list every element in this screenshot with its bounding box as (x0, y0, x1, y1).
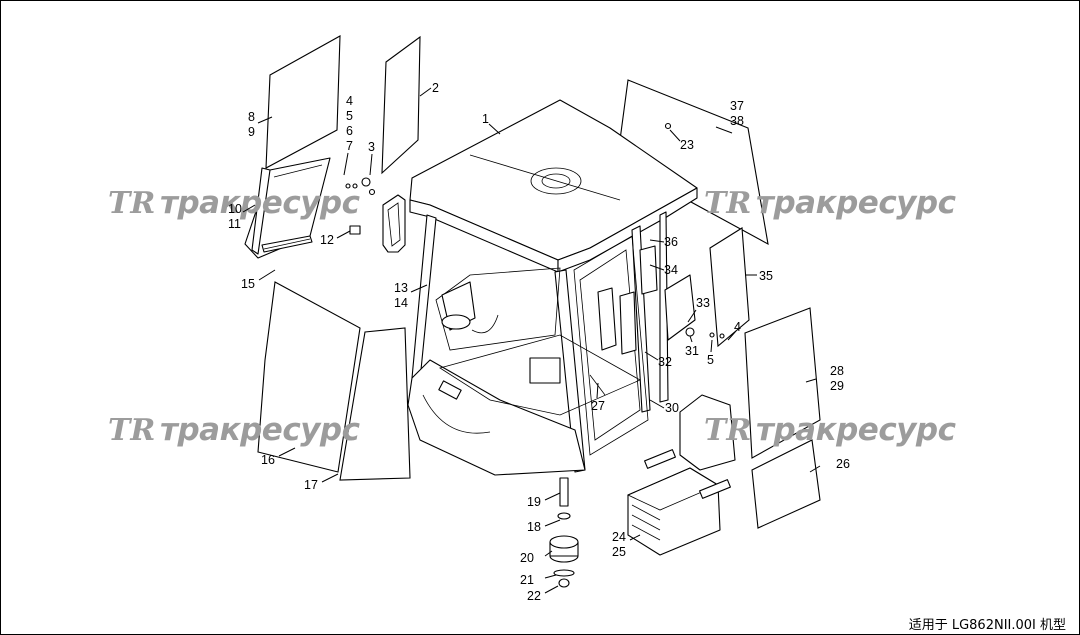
watermark-4: TR тракресурс (704, 412, 957, 448)
part-number-20: 20 (520, 551, 534, 565)
part-number-2: 2 (432, 81, 439, 95)
part-number-4: 4 (346, 94, 353, 108)
svg-text:TR: TR (108, 413, 155, 448)
part-number-9: 9 (248, 125, 255, 139)
part-number-1: 1 (482, 112, 489, 126)
glass-panel-37-38 (619, 79, 769, 246)
part-number-31: 31 (685, 344, 699, 358)
sun-visor (244, 157, 331, 259)
part-number-35: 35 (759, 269, 773, 283)
part-number-33: 33 (696, 296, 710, 310)
fasteners-right (664, 122, 725, 339)
part-number-36: 36 (664, 235, 678, 249)
grab-handle-left (382, 194, 406, 253)
part-number-8: 8 (248, 110, 255, 124)
glass-panel-2 (381, 35, 421, 175)
svg-text:TR: TR (108, 186, 155, 221)
part-number-28: 28 (830, 364, 844, 378)
fasteners-upper-left (345, 177, 376, 235)
part-number-13: 13 (394, 281, 408, 295)
part-number-19: 19 (527, 495, 541, 509)
glass-panel-16 (257, 281, 361, 473)
part-numbers: 1 2 3 4 5 6 7 8 9 10 11 12 13 14 15 16 1… (228, 81, 850, 603)
part-number-30: 30 (665, 401, 679, 415)
svg-text:TR: TR (704, 413, 751, 448)
part-number-11: 11 (228, 217, 241, 231)
model-footer: 适用于 LG862NII.00I 机型 (908, 618, 1066, 633)
part-number-29: 29 (830, 379, 844, 393)
part-number-5-right: 5 (707, 353, 714, 367)
glass-panel-17 (339, 327, 411, 481)
svg-text:тракресурс: тракресурс (756, 412, 957, 448)
part-number-21: 21 (520, 573, 534, 587)
glass-panel-28-29 (744, 307, 821, 459)
part-number-37: 37 (730, 99, 744, 113)
watermark-2: TR тракресурс (704, 185, 957, 221)
part-number-17: 17 (304, 478, 318, 492)
part-number-38: 38 (730, 114, 744, 128)
part-number-12: 12 (320, 233, 334, 247)
part-number-25: 25 (612, 545, 626, 559)
watermark-3: TR тракресурс (108, 412, 361, 448)
part-number-18: 18 (527, 520, 541, 534)
leader-lines (242, 87, 821, 594)
glass-panel-35 (709, 227, 750, 348)
cab-body (407, 99, 698, 476)
part-number-34: 34 (664, 263, 678, 277)
glass-panel-26 (751, 439, 821, 529)
part-number-3: 3 (368, 140, 375, 154)
svg-text:тракресурс: тракресурс (160, 185, 361, 221)
part-number-27: 27 (591, 399, 605, 413)
cab-mount-stack (549, 477, 579, 588)
part-number-7: 7 (346, 139, 353, 153)
glass-panel-8-9 (265, 35, 341, 169)
svg-text:TR: TR (704, 186, 751, 221)
part-number-24: 24 (612, 530, 626, 544)
part-number-15: 15 (241, 277, 255, 291)
part-number-26: 26 (836, 457, 850, 471)
part-number-32: 32 (658, 355, 672, 369)
part-number-6: 6 (346, 124, 353, 138)
svg-text:тракресурс: тракресурс (756, 185, 957, 221)
part-number-16: 16 (261, 453, 275, 467)
part-number-5: 5 (346, 109, 353, 123)
part-number-23: 23 (680, 138, 694, 152)
part-number-4-right: 4 (734, 320, 741, 334)
svg-text:тракресурс: тракресурс (160, 412, 361, 448)
part-number-10: 10 (228, 202, 242, 216)
watermark-1: TR тракресурс (108, 185, 361, 221)
part-number-14: 14 (394, 296, 408, 310)
part-number-22: 22 (527, 589, 541, 603)
operator-seat (627, 394, 736, 556)
